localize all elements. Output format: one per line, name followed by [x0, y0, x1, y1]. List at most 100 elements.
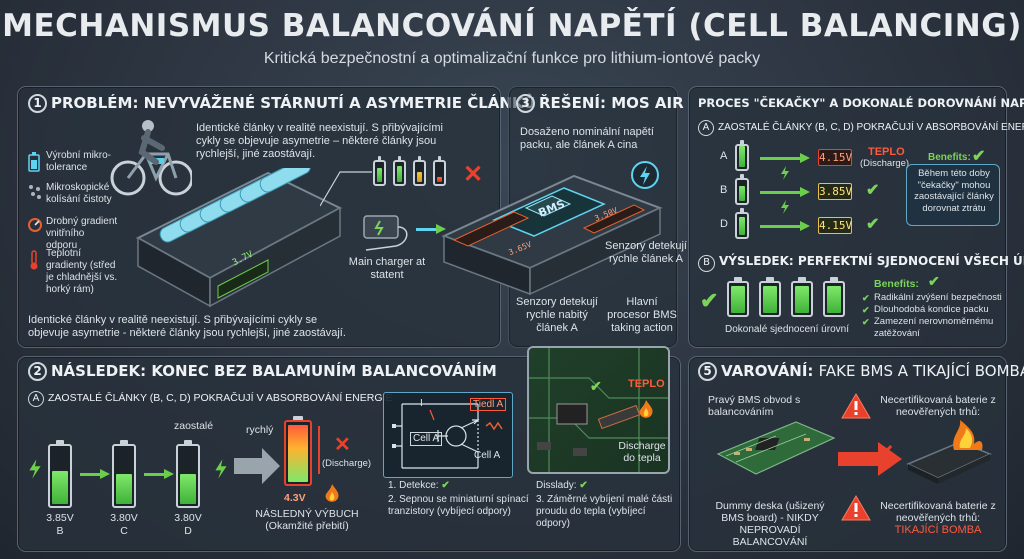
- process-sub-b-text: VÝSLEDEK: PERFEKTNÍ SJEDNOCENÍ VŠECH ÚRO…: [719, 254, 1024, 268]
- factor-list: Výrobní mikro-tolerance Mikroskopické ko…: [28, 150, 117, 298]
- cyclist-icon: [110, 120, 192, 196]
- sub-letter: A: [28, 391, 44, 407]
- processor-label: Hlavní procesor BMS taking action: [607, 296, 677, 334]
- explosion-label: NÁSLEDNÝ VÝBUCH: [255, 508, 359, 520]
- fire-icon: [639, 400, 653, 418]
- benefits-title: Benefits:: [928, 152, 971, 163]
- circuit-current: I: [420, 398, 423, 409]
- cell-letter: D: [184, 525, 192, 537]
- step-item: 1. Detekce: ✔: [388, 480, 530, 492]
- row-voltage: 3.85V: [818, 183, 853, 200]
- step-text: 2. Sepnou se miniaturní spínací tranzist…: [388, 494, 529, 517]
- step-number-5: 5: [698, 362, 717, 381]
- benefit-item: ✔Radikální zvýšení bezpečnosti: [862, 292, 1002, 303]
- zaostale-label: zaostalé: [174, 420, 214, 432]
- cell-battery: [735, 140, 749, 171]
- factor-item: Mikroskopické kolísání čistoty: [28, 182, 112, 216]
- charger-icon: [363, 215, 408, 251]
- warning-title-b: FAKE BMS A TIKAJÍCÍ BOMBA: [818, 362, 1024, 380]
- charge-bolt-icon: [631, 161, 659, 189]
- cell-battery: [413, 156, 426, 186]
- bolt-icon: [781, 200, 789, 214]
- consequence-sub-text: ZAOSTALÉ ČLÁNKY (B, C, D) POKRAČUJÍ V AB…: [48, 392, 393, 404]
- cell-battery: [112, 440, 136, 508]
- step-number-3: 3: [516, 94, 535, 113]
- cell-battery: [735, 208, 749, 239]
- dummy-board-label: Dummy deska (ušizený BMS board) - NIKDY …: [715, 500, 825, 548]
- factor-label: Drobný gradient vnitřního odporu: [46, 216, 118, 251]
- battery-pack-unbalanced: [135, 168, 343, 308]
- check-icon: ✔: [441, 480, 450, 491]
- sensor-label-b: Senzory detekují rychle nabitý článek A: [516, 296, 598, 334]
- arrow-right: [760, 221, 810, 231]
- cell-battery: [727, 277, 749, 317]
- check-icon: ✔: [866, 182, 880, 199]
- sensor-label-a: Senzory detekují rychle článek A: [605, 240, 687, 265]
- dummy-bms-board: [716, 421, 836, 475]
- sub-letter: B: [698, 255, 715, 272]
- connector-line: [320, 171, 372, 207]
- big-arrow-right: [234, 448, 280, 484]
- danger-arrow-right: [838, 442, 902, 476]
- step-text: 1. Detekce:: [388, 480, 439, 491]
- consequence-sub: A ZAOSTALÉ ČLÁNKY (B, C, D) POKRAČUJÍ V A…: [28, 391, 392, 407]
- benefit-text: Radikální zvýšení bezpečnosti: [874, 292, 1002, 303]
- explosion-sub: (Okamžité přebití): [265, 520, 349, 532]
- benefit-item: ✔Dlouhodobá kondice packu: [862, 304, 989, 315]
- arrow-right: [760, 187, 810, 197]
- uncertified-label-2: Necertifikovaná baterie z neověřených tr…: [880, 500, 996, 524]
- cell-letter: B: [56, 525, 64, 537]
- benefits2-list: ✔Radikální zvýšení bezpečnosti ✔Dlouhodo…: [862, 292, 1006, 340]
- page-subtitle: Kritická bezpečnostní a optimalizační fu…: [263, 50, 761, 67]
- cell-battery: [176, 440, 200, 508]
- cell-voltage: 3.85V: [46, 512, 74, 524]
- warning-title-a: VAROVÁNÍ:: [721, 362, 814, 380]
- factor-label: Mikroskopické kolísání čistoty: [46, 182, 112, 205]
- fire-icon: [325, 484, 339, 502]
- arrow-right: [80, 469, 110, 479]
- burning-battery-icon: [906, 420, 992, 484]
- process-sub-a: A ZAOSTALÉ ČLÁNKY (B, C, D) POKRAČUJÍ V A…: [698, 120, 1024, 136]
- discharge-label: (Discharge): [322, 458, 372, 469]
- factor-label: Výrobní mikro-tolerance: [46, 150, 112, 173]
- benefits-text: Během této doby "čekačky" mohou zaostáva…: [914, 168, 994, 214]
- factor-label: Teplotní gradienty (střed je chladnější …: [46, 248, 118, 295]
- cell-battery: [393, 156, 406, 186]
- benefits-box: [906, 164, 1000, 226]
- arrow-right: [760, 153, 810, 163]
- pcb-discharge-label: Discharge do tepla: [618, 440, 666, 464]
- row-cell-letter: B: [720, 184, 728, 196]
- panel-consequence-title-text: NÁSLEDEK: KONEC BEZ BALAMUNÍM BALANCOVÁN…: [51, 362, 497, 380]
- cell-battery: [759, 277, 781, 317]
- pcb-traces: [529, 348, 668, 472]
- problem-description-top: Identické články v realitě neexistují. S…: [196, 122, 443, 160]
- warning-triangle-icon: [841, 393, 871, 419]
- overcharged-cell: [284, 416, 312, 486]
- sub-letter: A: [698, 120, 714, 136]
- cell-battery: [791, 277, 813, 317]
- hot-voltage: 4.3V: [284, 492, 306, 504]
- gauge-icon: [28, 218, 42, 232]
- battery-icon: [28, 152, 40, 172]
- warning-triangle-icon: [841, 495, 871, 521]
- disadvantages-text: Disslady:: [536, 480, 577, 491]
- factor-item: Teplotní gradienty (střed je chladnější …: [28, 248, 117, 298]
- cell-battery: [433, 156, 446, 186]
- bms-battery-pack: [441, 174, 663, 296]
- circuit-cell-left: Cell A: [410, 432, 443, 446]
- benefit-text: Dlouhodobá kondice packu: [874, 304, 989, 315]
- process-sub-a-text: ZAOSTALÉ ČLÁNKY (B, C, D) POKRAČUJÍ V AB…: [718, 122, 1024, 133]
- error-x-icon: ✕: [334, 434, 351, 456]
- microscope-icon: [29, 185, 41, 199]
- check-icon: ✔: [590, 378, 602, 394]
- cell-letter: C: [120, 525, 128, 537]
- error-x-icon: ✕: [463, 161, 484, 188]
- panel-problem-title-text: PROBLÉM: NEVYVÁŽENÉ STÁRNUTÍ A ASYMETRIE…: [51, 94, 536, 112]
- factor-item: Drobný gradient vnitřního odporu: [28, 216, 117, 251]
- step-number-2: 2: [28, 362, 47, 381]
- charger-label: Main charger at statent: [348, 256, 426, 281]
